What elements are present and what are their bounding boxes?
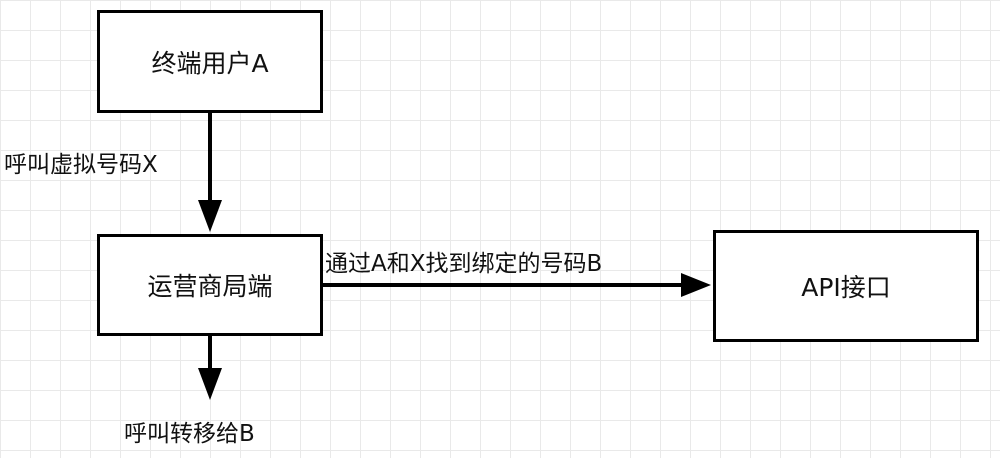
- arrowhead-operator-to-api: [681, 273, 711, 297]
- operator-label: 运营商局端: [147, 272, 273, 301]
- arrowhead-user-to-operator: [198, 200, 222, 232]
- terminal-user-label: 终端用户A: [151, 48, 269, 78]
- api-label: API接口: [801, 273, 891, 302]
- find-bound-number-label: 通过A和X找到绑定的号码B: [325, 251, 603, 277]
- operator-node: 运营商局端: [97, 234, 323, 336]
- arrowhead-operator-transfer: [198, 368, 222, 400]
- api-node: API接口: [713, 230, 979, 342]
- transfer-call-label: 呼叫转移给B: [124, 421, 255, 447]
- call-virtual-number-label: 呼叫虚拟号码X: [4, 152, 158, 178]
- terminal-user-node: 终端用户A: [97, 10, 323, 113]
